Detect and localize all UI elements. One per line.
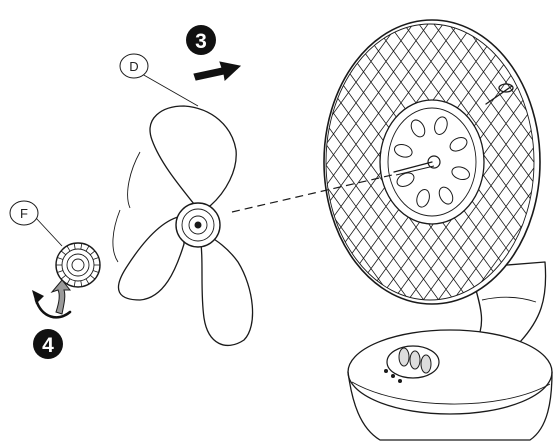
grille-wire [400, 24, 534, 300]
grille-wire [445, 24, 534, 300]
nut-ridge [66, 278, 71, 285]
label-blade: D [119, 53, 199, 107]
label-nut: F [9, 200, 63, 247]
spinner-nut-icon [55, 242, 101, 288]
nut-ridge [85, 278, 90, 285]
step-3-number: 3 [195, 30, 207, 53]
step-3-badge: 3 [186, 25, 216, 55]
hub-slot [451, 166, 470, 181]
grille-wire [430, 24, 534, 300]
nut-ridge [60, 274, 66, 280]
nut-ridge [90, 274, 96, 280]
grille-wire [326, 24, 447, 300]
grille-wire [326, 24, 342, 300]
fan-base-icon [347, 261, 553, 441]
nut-ridge [90, 250, 96, 256]
nut-ridge [57, 257, 64, 260]
grille-wire [326, 24, 432, 300]
alignment-dashed-line [231, 174, 393, 213]
grille-wire [326, 24, 477, 300]
nut-ridge [92, 270, 99, 273]
grille-wire [86, 20, 296, 310]
rotate-arrow-icon [32, 279, 72, 319]
grille-wire [460, 24, 534, 300]
hub-slot [410, 119, 426, 138]
hub-slot [416, 189, 430, 208]
step-4-badge: 4 [33, 329, 63, 359]
hub-slot [434, 116, 448, 135]
grille-wire [326, 24, 417, 300]
speed-knobs [384, 345, 440, 383]
nut-ridge [60, 250, 66, 256]
nut-ridge [92, 257, 99, 260]
grille-wire [385, 24, 534, 300]
blade-hub [175, 202, 221, 248]
grille-wire [415, 24, 534, 300]
label-blade-text: D [129, 59, 138, 74]
hub-slot [396, 172, 415, 187]
grille-wire [86, 20, 296, 310]
nut-ridge [73, 243, 76, 250]
grille-wire [326, 24, 432, 300]
hub-slot [438, 186, 454, 205]
nut-ridge [80, 243, 83, 250]
grille-wire [326, 24, 342, 300]
nut-ridge [73, 280, 76, 287]
fan-guard-icon [86, 19, 541, 310]
grille-wire [445, 24, 534, 300]
grille-wire [460, 24, 534, 300]
grille-wire [326, 24, 462, 300]
grille-wire [430, 24, 534, 300]
nut-ridge [66, 245, 71, 252]
label-nut-text: F [20, 206, 28, 221]
step-4-number: 4 [42, 334, 54, 357]
grille-wire [326, 24, 402, 300]
hub-slot [394, 143, 413, 158]
grille-wire [326, 24, 402, 300]
hub-slot [449, 137, 468, 152]
nut-ridge [57, 270, 64, 273]
nut-ridge [85, 245, 90, 252]
nut-ridge [80, 280, 83, 287]
fan-blade-icon [112, 105, 254, 347]
grille-wire [326, 24, 417, 300]
direction-arrow-icon [193, 61, 242, 82]
